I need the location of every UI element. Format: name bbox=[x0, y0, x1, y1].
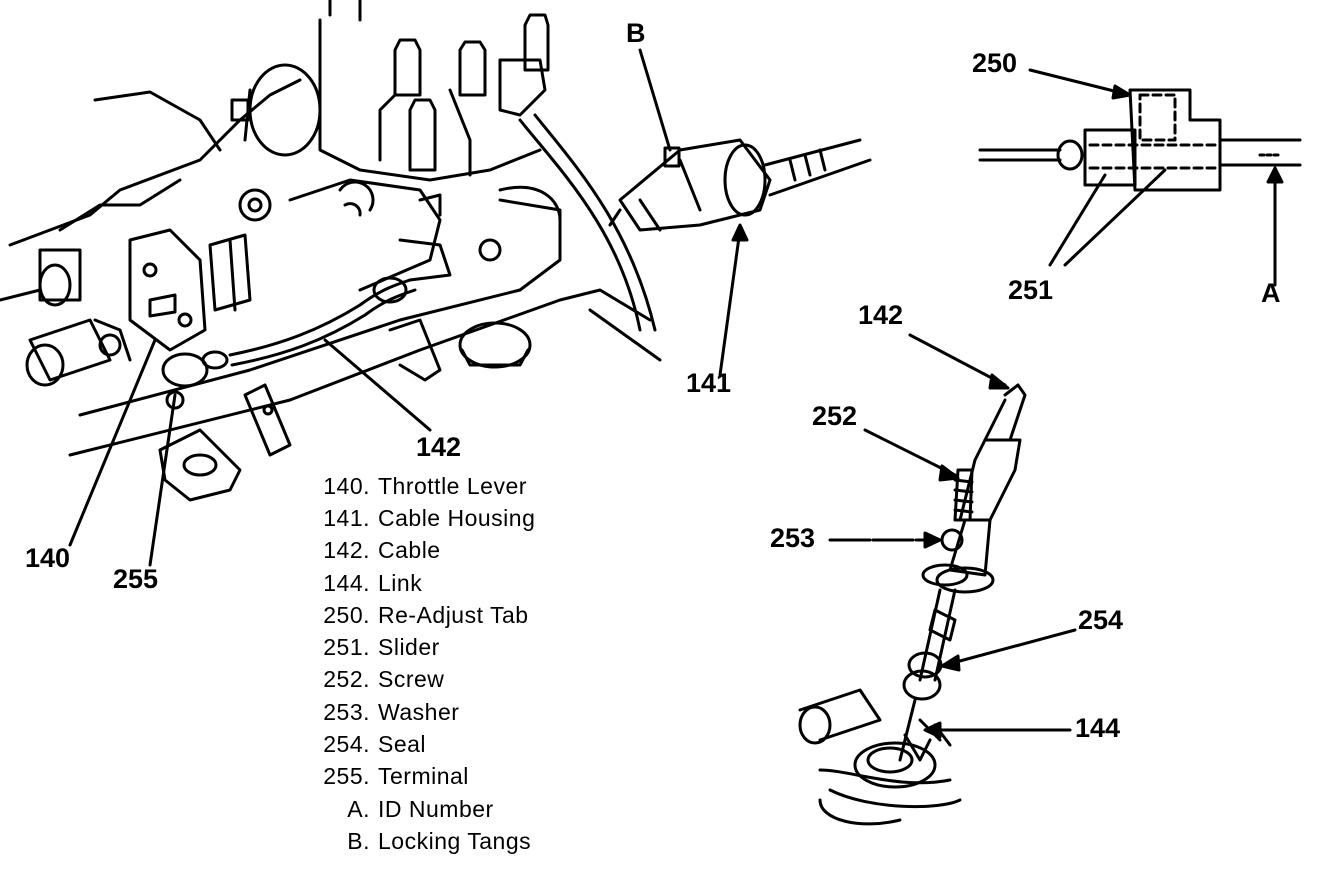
legend-row: B. Locking Tangs bbox=[300, 825, 600, 857]
legend-number: 251. bbox=[323, 634, 370, 661]
legend-label: Link bbox=[378, 569, 423, 596]
callout-b: B bbox=[626, 18, 646, 48]
legend-number: 140. bbox=[323, 472, 370, 499]
callout-252: 252 bbox=[812, 401, 858, 431]
legend-number: 254. bbox=[323, 731, 370, 758]
legend-row: 254. Seal bbox=[300, 728, 600, 760]
legend-row: 140. Throttle Lever bbox=[300, 470, 600, 502]
callout-250: 250 bbox=[972, 48, 1018, 78]
legend-number: A. bbox=[347, 795, 370, 822]
legend-number: 252. bbox=[323, 666, 370, 693]
legend-label: Cable bbox=[378, 537, 441, 564]
legend-label: Terminal bbox=[378, 763, 469, 790]
legend-label: Seal bbox=[378, 731, 427, 758]
legend-number: 255. bbox=[323, 763, 370, 790]
legend-label: ID Number bbox=[378, 795, 494, 822]
cable-housing bbox=[608, 48, 872, 377]
legend-row: 144. Link bbox=[300, 567, 600, 599]
legend-number: 141. bbox=[323, 504, 370, 531]
legend-number: 250. bbox=[323, 601, 370, 628]
legend-number: 253. bbox=[323, 698, 370, 725]
legend-label: Cable Housing bbox=[378, 504, 536, 531]
legend-row: A. ID Number bbox=[300, 793, 600, 825]
link-detail bbox=[798, 333, 1077, 826]
callout-251: 251 bbox=[1008, 275, 1054, 305]
callout-253: 253 bbox=[770, 523, 816, 553]
legend-number: 142. bbox=[323, 537, 370, 564]
legend-label: Throttle Lever bbox=[378, 472, 527, 499]
legend-label: Slider bbox=[378, 634, 440, 661]
callout-a: A bbox=[1261, 278, 1281, 308]
legend-label: Washer bbox=[378, 698, 460, 725]
legend-number: B. bbox=[347, 827, 370, 854]
callout-255: 255 bbox=[113, 564, 159, 594]
legend-row: 252. Screw bbox=[300, 664, 600, 696]
callout-140: 140 bbox=[25, 543, 71, 573]
callout-144: 144 bbox=[1075, 713, 1121, 743]
legend-row: 141. Cable Housing bbox=[300, 502, 600, 534]
legend-row: 253. Washer bbox=[300, 696, 600, 728]
callout-142-detail: 142 bbox=[858, 300, 904, 330]
legend-row: 142. Cable bbox=[300, 535, 600, 567]
legend-row: 255. Terminal bbox=[300, 761, 600, 793]
engine-assembly bbox=[0, 0, 662, 567]
legend-label: Screw bbox=[378, 666, 445, 693]
callout-141: 141 bbox=[686, 368, 732, 398]
legend-row: 251. Slider bbox=[300, 631, 600, 663]
legend-label: Re-Adjust Tab bbox=[378, 601, 529, 628]
parts-legend: 140. Throttle Lever 141. Cable Housing 142… bbox=[300, 470, 600, 858]
legend-label: Locking Tangs bbox=[378, 827, 532, 854]
slider-detail bbox=[978, 68, 1302, 287]
callout-254: 254 bbox=[1078, 605, 1124, 635]
legend-number: 144. bbox=[323, 569, 370, 596]
callout-142-main: 142 bbox=[416, 432, 462, 462]
legend-row: 250. Re-Adjust Tab bbox=[300, 599, 600, 631]
